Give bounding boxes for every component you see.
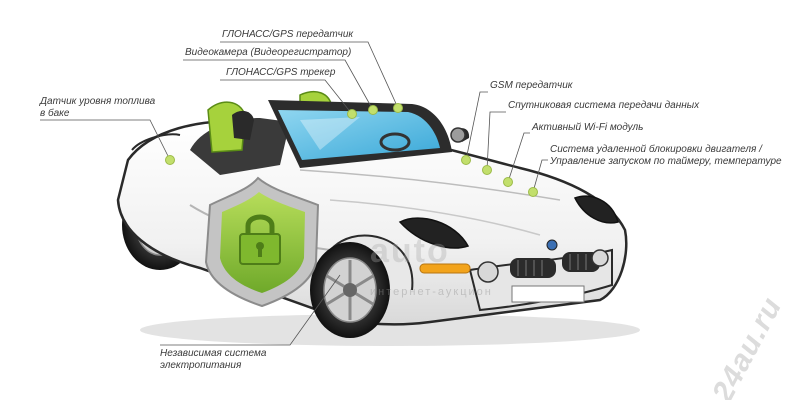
label-independent-power: Независимая система электропитания	[160, 348, 267, 371]
shield-lock-icon	[204, 176, 320, 308]
label-video-camera: Видеокамера (Видеорегистратор)	[185, 47, 352, 58]
windshield	[268, 100, 452, 168]
label-gsm-transmitter: GSM передатчик	[490, 80, 573, 91]
label-glonass-gps-tracker: ГЛОНАСС/GPS трекер	[226, 67, 336, 78]
sensor-dots	[165, 103, 538, 197]
watermark-auction: auto	[370, 232, 450, 270]
front-wheel	[310, 242, 390, 338]
label-glonass-gps-transmitter: ГЛОНАСС/GPS передатчик	[222, 29, 354, 40]
watermark-auction-sub: интернет-аукцион	[370, 286, 493, 298]
callout-lines	[40, 41, 548, 346]
label-wifi-module: Активный Wi-Fi модуль	[532, 122, 644, 133]
label-engine-blocking: Система удаленной блокировки двигателя /…	[550, 144, 782, 167]
label-satellite-system: Спутниковая система передачи данных	[508, 100, 700, 111]
label-fuel-sensor: Датчик уровня топлива в баке	[40, 96, 156, 119]
